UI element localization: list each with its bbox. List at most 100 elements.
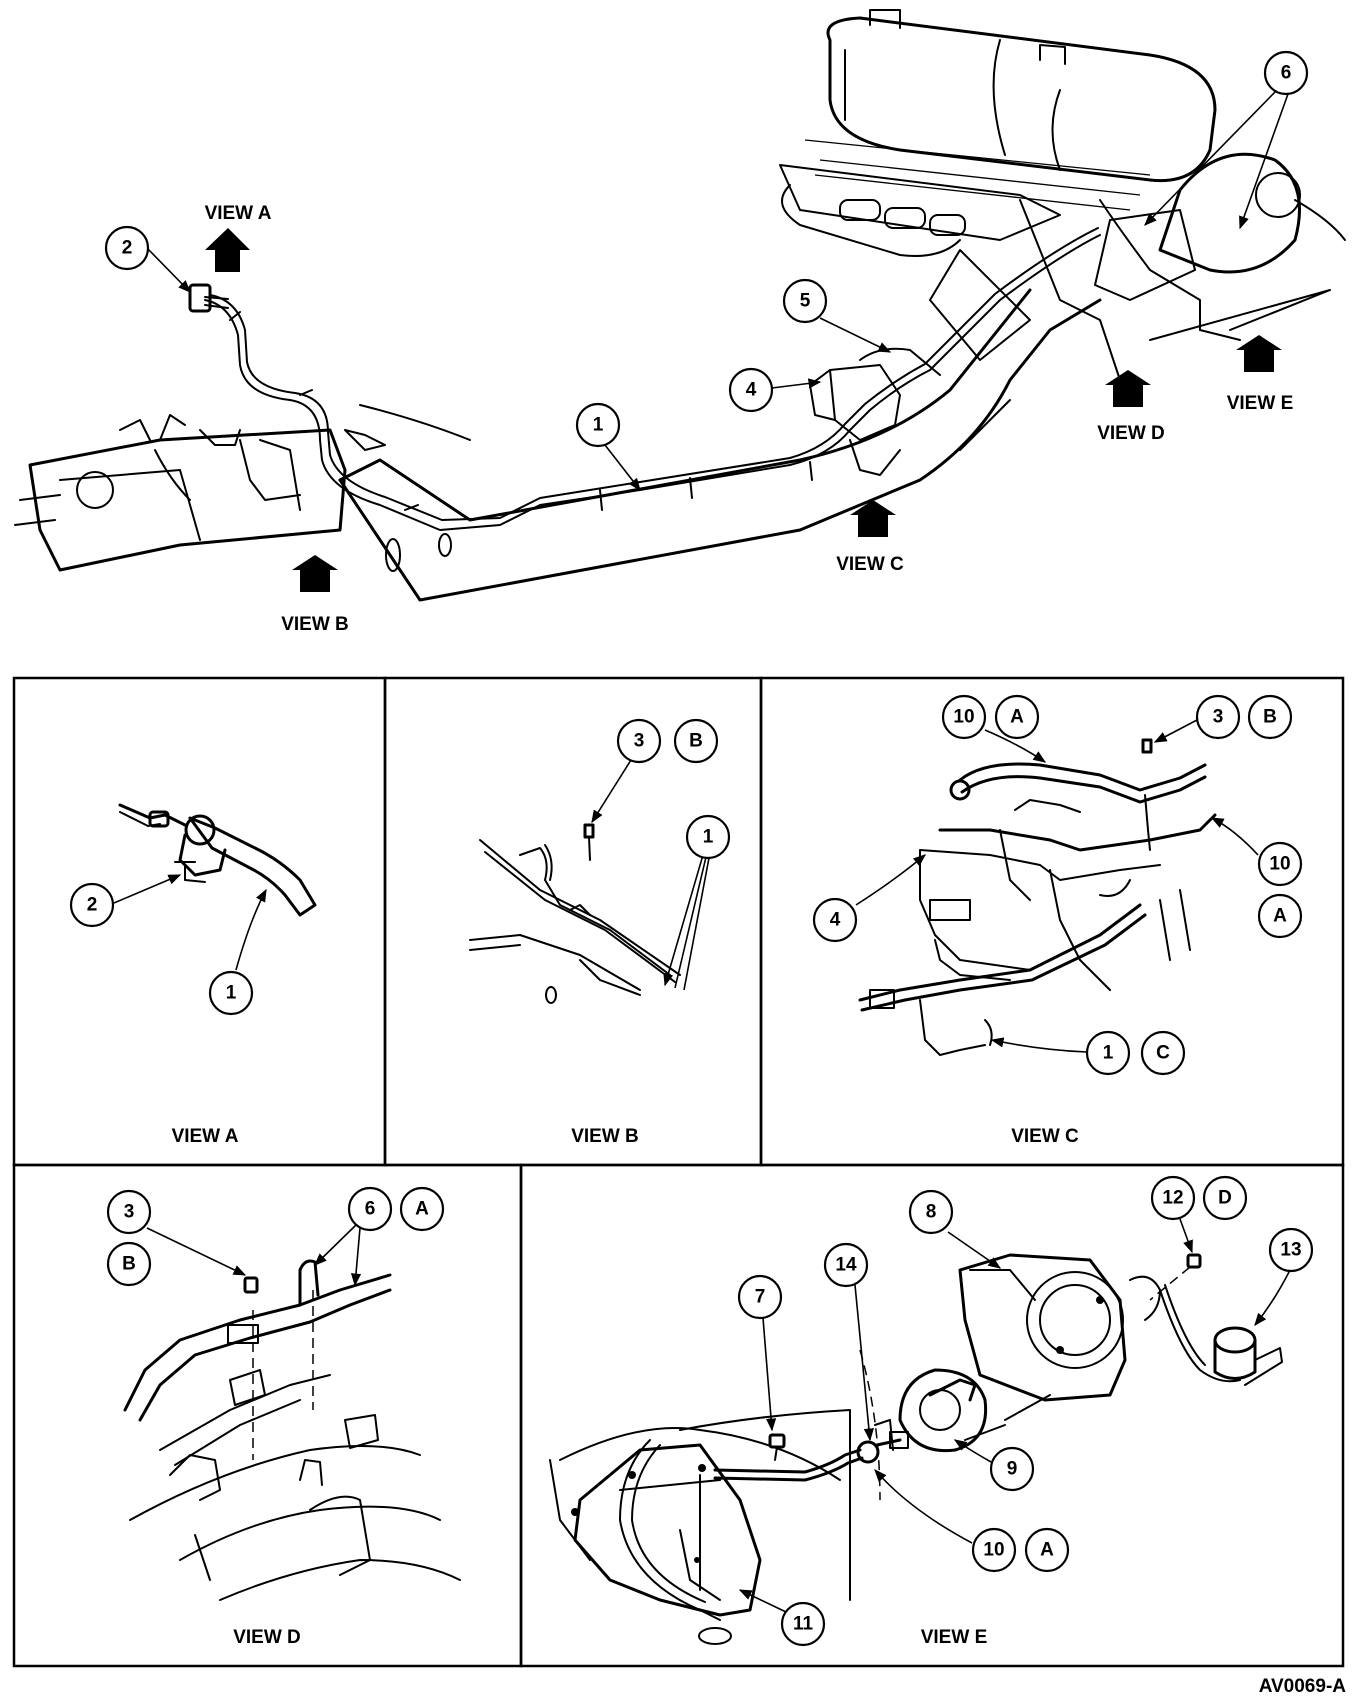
svg-text:8: 8: [926, 1202, 937, 1223]
svg-text:6: 6: [365, 1199, 376, 1220]
view-d-caption: VIEW D: [233, 1627, 301, 1648]
callout-main-6: 6: [1144, 50, 1309, 230]
svg-text:2: 2: [122, 238, 133, 259]
callout-view-b-3: 3: [591, 718, 662, 824]
view-d-label: VIEW D: [1097, 423, 1165, 444]
svg-text:D: D: [1218, 1188, 1232, 1209]
callout-view-b-letter-b: B: [673, 718, 719, 764]
view-a-arrow: [205, 228, 250, 272]
svg-text:A: A: [1273, 906, 1287, 927]
svg-text:B: B: [122, 1254, 136, 1275]
callout-view-a-2: 2: [69, 874, 182, 928]
svg-text:B: B: [689, 731, 703, 752]
callout-view-c-5: 10: [941, 694, 1047, 763]
view-a-label: VIEW A: [205, 203, 272, 224]
view-b-caption: VIEW B: [571, 1126, 639, 1147]
callout-view-c-letter-a-right: A: [1257, 893, 1303, 939]
callout-view-e-7: 7: [737, 1274, 783, 1432]
svg-text:4: 4: [746, 380, 757, 401]
view-c-label: VIEW C: [836, 554, 904, 575]
callout-view-e-12: 12: [1150, 1175, 1196, 1254]
svg-text:9: 9: [1007, 1459, 1018, 1480]
view-e-arrow: [1236, 335, 1282, 372]
callout-view-c-4: 4: [812, 854, 926, 943]
view-d-panel: [12, 1163, 523, 1668]
right-frame: [1094, 152, 1346, 341]
callout-view-e-9: 9: [953, 1439, 1035, 1492]
callout-view-e-10: 10: [874, 1469, 1017, 1573]
callout-view-c-letter-b: B: [1247, 694, 1293, 740]
svg-text:12: 12: [1162, 1188, 1183, 1209]
callout-main-1: 1: [575, 402, 641, 492]
svg-text:4: 4: [830, 910, 841, 931]
svg-text:14: 14: [835, 1255, 857, 1276]
svg-text:C: C: [1156, 1043, 1170, 1064]
figure-id: AV0069-A: [1259, 1676, 1347, 1697]
view-c-arrow: [850, 500, 896, 537]
callout-main-5: 5: [782, 278, 892, 353]
callout-view-c-letter-c: C: [1140, 1030, 1186, 1076]
callout-view-c-3: 3: [1153, 694, 1241, 743]
svg-text:1: 1: [703, 827, 714, 848]
callout-view-c-letter-a-top: A: [994, 694, 1040, 740]
view-a-drawing: [118, 803, 317, 917]
view-d-drawing: [123, 1259, 461, 1601]
svg-text:1: 1: [1103, 1043, 1114, 1064]
svg-text:7: 7: [755, 1287, 766, 1308]
svg-text:A: A: [415, 1199, 429, 1220]
svg-text:10: 10: [983, 1540, 1004, 1561]
callout-view-e-13: 13: [1254, 1227, 1314, 1326]
view-b-arrow: [292, 555, 338, 592]
svg-text:6: 6: [1281, 63, 1292, 84]
callout-view-d-6: 6: [314, 1186, 393, 1287]
callout-view-d-letter-b: B: [106, 1241, 152, 1287]
engine-assembly: [779, 9, 1217, 381]
svg-text:11: 11: [793, 1614, 814, 1635]
callout-view-a-1: 1: [208, 888, 267, 1016]
callout-view-c-1: 1: [990, 1030, 1131, 1076]
svg-text:A: A: [1010, 707, 1024, 728]
master-cylinder-fitting: [188, 283, 229, 313]
callout-view-e-14: 14: [823, 1242, 874, 1442]
view-b-label: VIEW B: [281, 614, 349, 635]
view-c-caption: VIEW C: [1011, 1126, 1079, 1147]
svg-text:10: 10: [1269, 854, 1290, 875]
callout-view-d-3: 3: [106, 1189, 247, 1276]
svg-text:2: 2: [87, 895, 98, 916]
svg-text:10: 10: [953, 707, 974, 728]
callout-view-e-11: 11: [738, 1589, 826, 1647]
svg-text:1: 1: [593, 415, 604, 436]
svg-text:13: 13: [1280, 1240, 1301, 1261]
svg-text:3: 3: [1213, 707, 1224, 728]
svg-text:B: B: [1263, 707, 1277, 728]
view-e-drawing: [549, 1253, 1283, 1645]
callout-main-2: 2: [104, 225, 191, 293]
proportioning-valve-area: [809, 347, 941, 476]
view-c-drawing: [858, 738, 1217, 1056]
svg-text:3: 3: [124, 1202, 135, 1223]
callout-main-4: 4: [728, 367, 822, 413]
view-e-label: VIEW E: [1227, 393, 1294, 414]
frame-rail: [338, 288, 1102, 602]
view-e-panel: [519, 1163, 1345, 1668]
brake-line-routing: [204, 227, 1101, 531]
callout-view-e-letter-a: A: [1024, 1527, 1070, 1573]
bracket-shape: [344, 429, 386, 451]
callout-view-b-1: 1: [663, 814, 731, 991]
svg-text:A: A: [1040, 1540, 1054, 1561]
bracket-shape: [359, 404, 471, 441]
svg-text:3: 3: [634, 731, 645, 752]
callout-view-d-letter-a: A: [399, 1186, 445, 1232]
view-b-drawing: [469, 823, 681, 1004]
view-a-panel: [12, 676, 387, 1167]
svg-text:5: 5: [800, 291, 811, 312]
callout-view-e-8: 8: [908, 1189, 1002, 1269]
callout-view-e-letter-d: D: [1202, 1175, 1248, 1221]
view-d-arrow: [1105, 370, 1151, 407]
callout-view-c-10: 10: [1210, 817, 1303, 887]
left-frame: [14, 414, 347, 572]
view-a-caption: VIEW A: [172, 1126, 239, 1147]
svg-text:1: 1: [226, 983, 237, 1004]
overview-drawing: [14, 9, 1346, 602]
